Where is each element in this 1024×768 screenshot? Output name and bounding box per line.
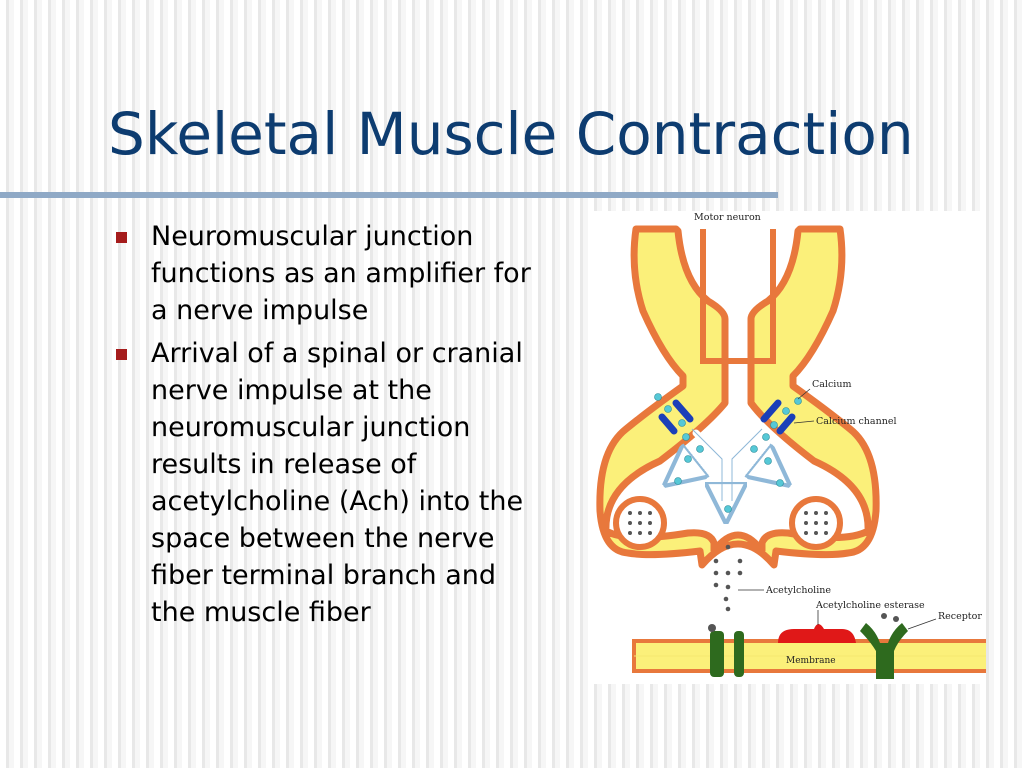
bullet-item: Arrival of a spinal or cranial nerve imp… <box>112 335 532 631</box>
title-divider <box>0 192 778 198</box>
square-bullet-icon <box>116 349 127 360</box>
label-acetylcholine: Acetylcholine <box>765 585 831 596</box>
bullet-text: Arrival of a spinal or cranial nerve imp… <box>151 338 524 628</box>
calcium-ions <box>654 393 802 513</box>
diagram-svg: Motor neuron Calcium Calcium channel Ace… <box>596 212 986 679</box>
bullet-text: Neuromuscular junction functions as an a… <box>151 221 531 326</box>
calcium-flow-arrows <box>680 429 774 503</box>
motor-neuron-terminal <box>596 225 880 569</box>
neuromuscular-junction-diagram: Motor neuron Calcium Calcium channel Ace… <box>588 211 986 684</box>
label-motor-neuron: Motor neuron <box>694 212 761 223</box>
label-leaders <box>738 388 937 630</box>
bullet-list: Neuromuscular junction functions as an a… <box>112 218 532 637</box>
calcium-flow-arrow-outlines <box>691 428 763 501</box>
acetylcholine-release-dots <box>713 544 743 612</box>
receptor-right <box>860 613 908 679</box>
bullet-item: Neuromuscular junction functions as an a… <box>112 218 532 329</box>
receptor-left <box>708 624 744 677</box>
square-bullet-icon <box>116 232 127 243</box>
label-calcium-channel: Calcium channel <box>816 416 896 427</box>
label-acetylcholine-esterase: Acetylcholine esterase <box>815 600 925 611</box>
slide-title: Skeletal Muscle Contraction <box>108 100 914 168</box>
axon-core <box>700 229 776 364</box>
label-calcium: Calcium <box>812 379 851 390</box>
label-membrane: Membrane <box>786 656 836 666</box>
calcium-channels <box>658 399 796 435</box>
label-receptor: Receptor <box>938 611 982 622</box>
acetylcholine-esterase-enzyme <box>778 624 856 643</box>
vesicle-acetylcholine-dots <box>628 511 828 535</box>
